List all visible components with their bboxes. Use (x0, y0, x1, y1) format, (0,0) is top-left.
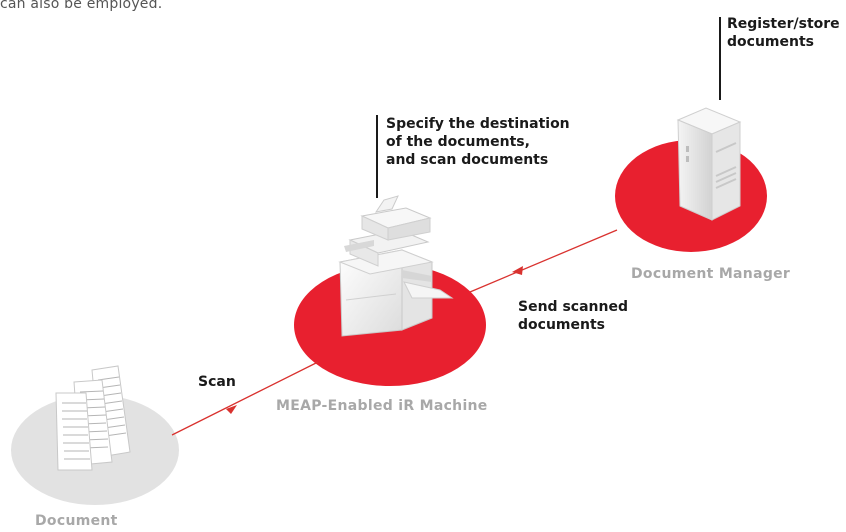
send-flow-label-line-1: Send scanned (518, 299, 628, 315)
machine-callout-line-3: and scan documents (386, 152, 549, 168)
document-stack-icon (55, 365, 131, 471)
machine-label: MEAP-Enabled iR Machine (276, 398, 488, 414)
machine-callout: Specify the destination of the documents… (386, 115, 570, 169)
document-label: Document (35, 513, 118, 529)
manager-label: Document Manager (631, 266, 791, 282)
send-connector-line (469, 229, 618, 293)
send-flow-label: Send scanned documents (518, 298, 628, 334)
scan-flow-label: Scan (198, 374, 236, 390)
machine-callout-line-2: of the documents, (386, 134, 530, 150)
scan-connector-line (171, 361, 319, 436)
server-icon (676, 107, 742, 221)
manager-callout-line-2: documents (727, 34, 814, 50)
manager-callout-line-1: Register/store (727, 16, 840, 32)
send-flow-label-line-2: documents (518, 317, 605, 333)
printer-icon (338, 195, 454, 337)
machine-callout-line-1: Specify the destination (386, 116, 570, 132)
send-arrow-icon (512, 266, 523, 275)
manager-callout: Register/store documents (727, 15, 840, 51)
intro-text: can also be employed. (0, 0, 163, 12)
scan-arrow-icon (226, 405, 237, 414)
